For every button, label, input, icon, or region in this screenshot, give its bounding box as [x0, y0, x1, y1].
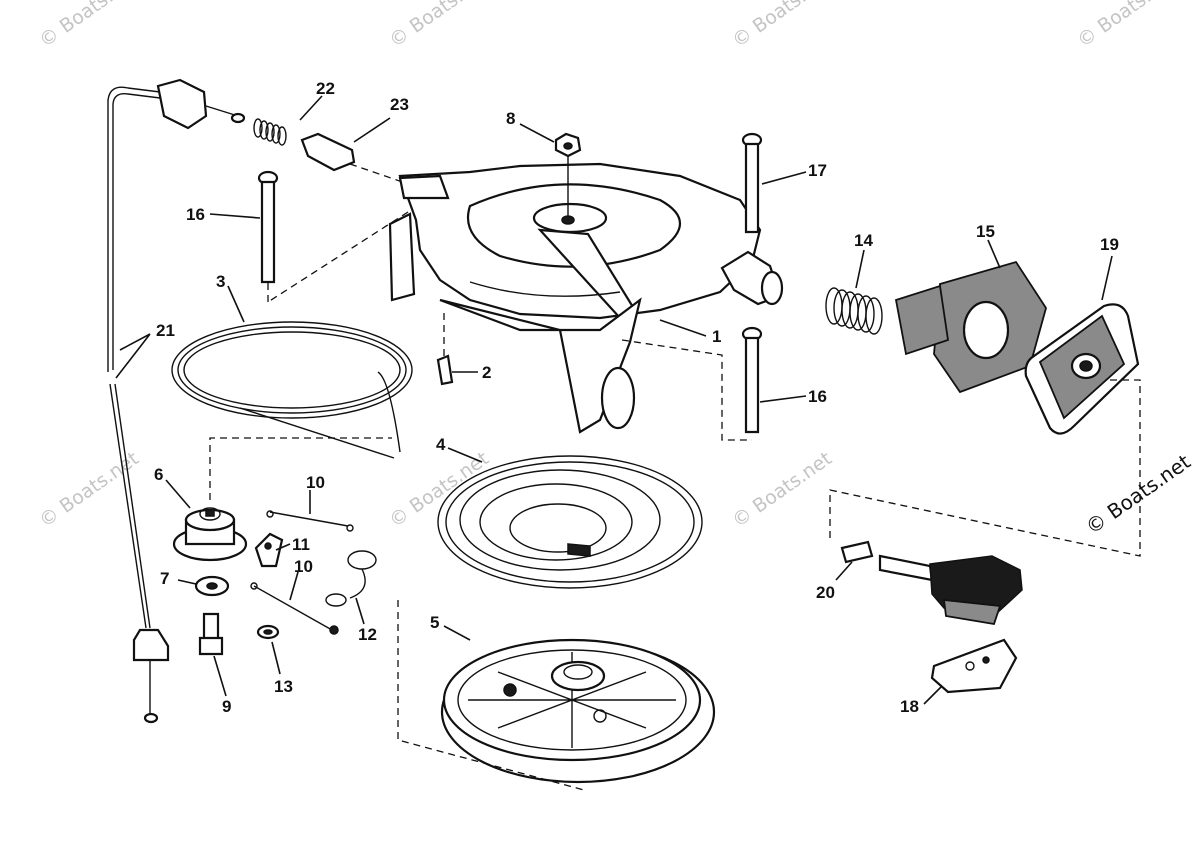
watermark: © Boats.net	[1081, 449, 1195, 539]
callout-8: 8	[506, 109, 515, 128]
part-5-pulley	[397, 600, 716, 791]
part-11-pawl	[254, 532, 284, 568]
callout-17: 17	[808, 161, 827, 180]
callout-14: 14	[854, 231, 873, 250]
callout-12: 12	[358, 625, 377, 644]
part-13-washer	[256, 624, 280, 640]
callout-9: 9	[222, 697, 231, 716]
callout-1: 1	[712, 327, 721, 346]
part-19-insert	[829, 303, 1141, 557]
callout-21: 21	[156, 321, 175, 340]
callout-15: 15	[976, 222, 995, 241]
part-21-cable	[107, 78, 246, 724]
part-22-spring	[253, 118, 287, 146]
callout-23: 23	[390, 95, 409, 114]
watermark: © Boats.net	[35, 0, 143, 52]
callout-20: 20	[816, 583, 835, 602]
part-10-link-lower	[250, 582, 339, 635]
callout-4: 4	[436, 435, 446, 454]
part-15-bracket	[894, 260, 1047, 394]
part-20-grip-assembly	[840, 540, 1023, 626]
watermark: © Boats.net	[1073, 0, 1181, 52]
callout-2: 2	[482, 363, 491, 382]
callout-16-right: 16	[808, 387, 827, 406]
leader-lines	[115, 95, 1113, 705]
callout-10-lower: 10	[294, 557, 313, 576]
watermark: © Boats.net	[728, 448, 836, 533]
part-10-link-upper	[266, 510, 354, 532]
callout-18: 18	[900, 697, 919, 716]
callout-6: 6	[154, 465, 163, 484]
callout-22: 22	[316, 79, 335, 98]
callout-16-left: 16	[186, 205, 205, 224]
callout-labels: 1 2 3 4 5 6 7 8 9 10 10 11 12 13 14 15 1…	[154, 79, 1119, 716]
part-3-spring	[171, 321, 413, 459]
part-1-housing	[267, 162, 784, 441]
callout-5: 5	[430, 613, 439, 632]
callout-10-upper: 10	[306, 473, 325, 492]
part-8-nut	[554, 132, 582, 218]
watermark: © Boats.net	[35, 448, 143, 533]
part-16-screw-left	[257, 170, 279, 284]
part-18-anchor	[930, 638, 1018, 694]
callout-7: 7	[160, 569, 169, 588]
callout-3: 3	[216, 272, 225, 291]
part-12-clip	[325, 550, 377, 607]
part-7-washer	[194, 575, 230, 597]
callout-13: 13	[274, 677, 293, 696]
callout-11: 11	[292, 535, 310, 554]
watermark: © Boats.net	[385, 0, 493, 52]
part-14-spring	[825, 287, 883, 335]
callout-19: 19	[1100, 235, 1119, 254]
part-17-screw	[741, 132, 763, 234]
part-4-rewind-spring	[437, 455, 703, 589]
part-9-screw	[198, 612, 224, 656]
part-16-screw-right	[741, 326, 763, 434]
part-2-pin	[436, 310, 454, 386]
part-6-hub	[172, 437, 392, 562]
watermark: © Boats.net	[728, 0, 836, 52]
